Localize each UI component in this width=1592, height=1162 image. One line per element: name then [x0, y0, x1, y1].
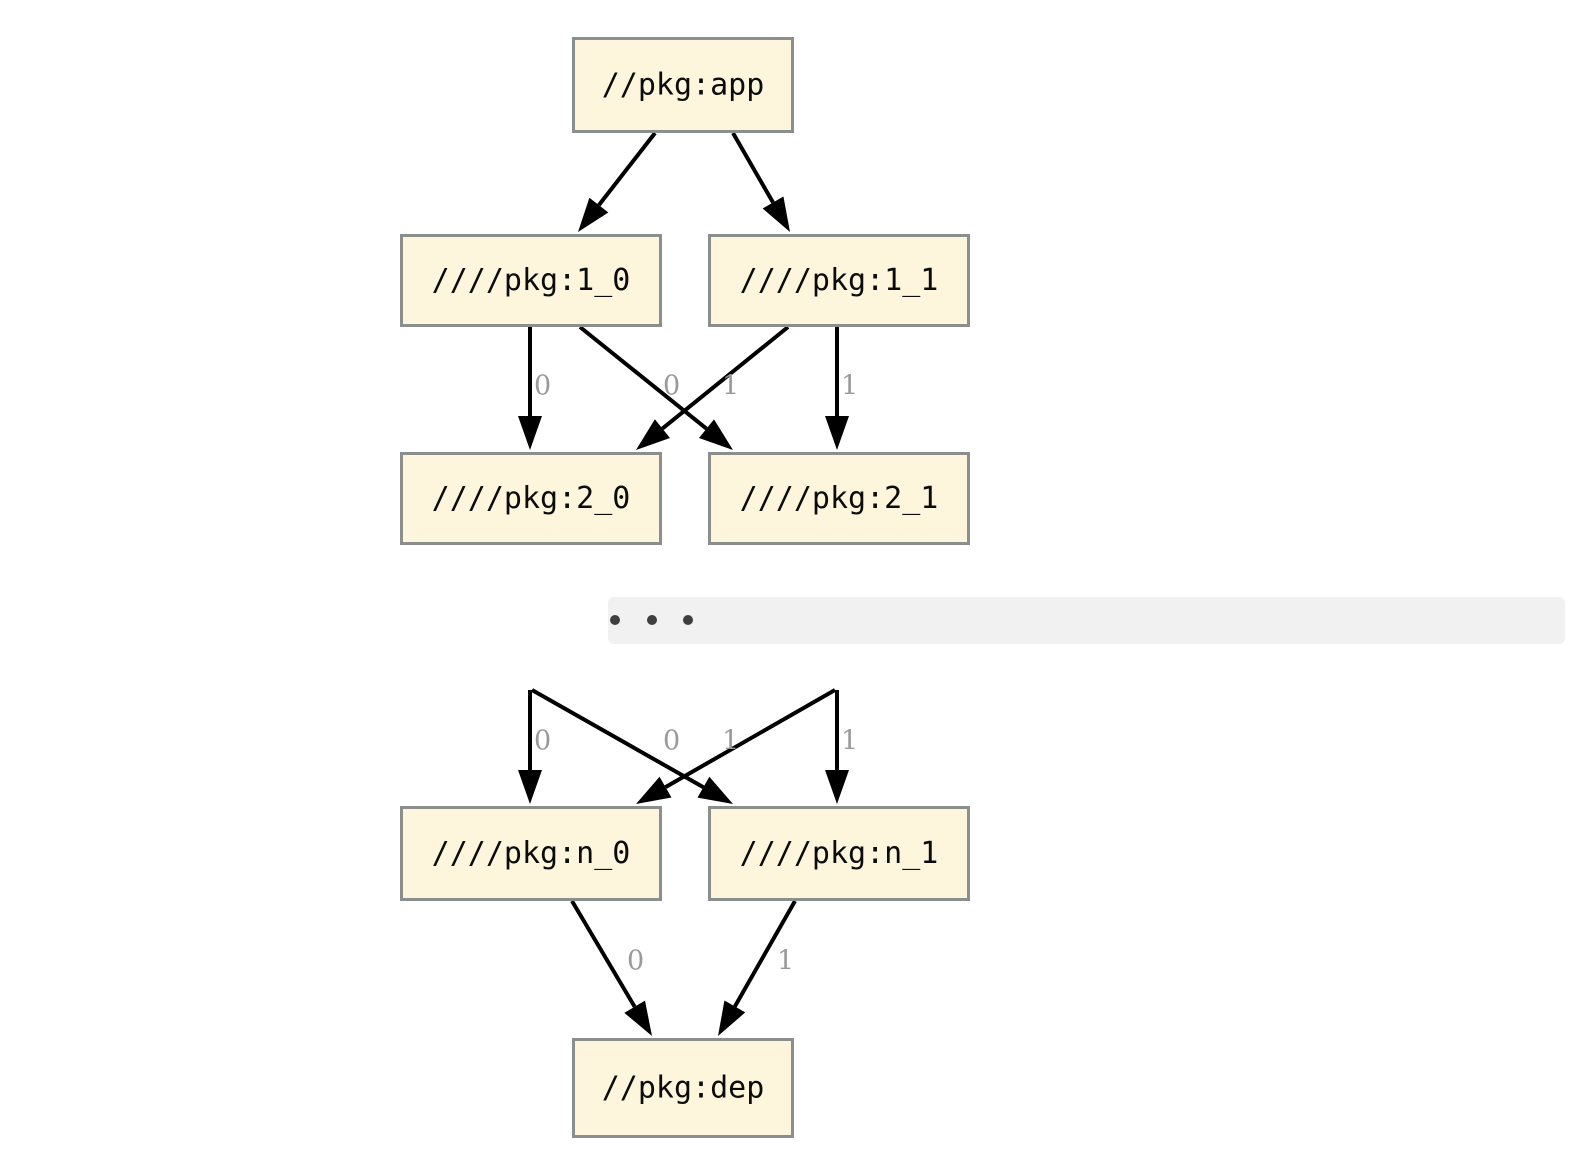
node-label: ////pkg:1_1 — [740, 263, 939, 298]
node-l2_1[interactable]: ////pkg:2_1 — [708, 452, 970, 545]
ellipsis-dot-0 — [610, 615, 620, 625]
edge-arrowhead — [578, 197, 609, 232]
node-ln_0[interactable]: ////pkg:n_0 — [400, 806, 662, 901]
edge-app-to-1_0 — [578, 131, 657, 232]
edge-line — [731, 132, 775, 204]
node-dep[interactable]: //pkg:dep — [572, 1038, 794, 1138]
edge-n_1-to-dep — [718, 900, 797, 1036]
edge-line — [733, 900, 797, 1008]
node-box[interactable] — [572, 37, 794, 133]
node-box[interactable] — [400, 452, 662, 545]
node-label: ////pkg:n_1 — [740, 836, 939, 871]
node-label: //pkg:dep — [602, 1071, 765, 1106]
node-ln_1[interactable]: ////pkg:n_1 — [708, 806, 970, 901]
edge-label-x-to-n_0: 0 — [534, 726, 551, 757]
ellipsis-separator — [608, 597, 1565, 644]
edge-arrowhead — [518, 416, 542, 450]
node-label: ////pkg:2_1 — [740, 481, 939, 516]
edge-1_1-to-2_1 — [825, 327, 849, 450]
edge-x-to-n_1 — [825, 690, 849, 804]
edge-1_0-to-2_0 — [518, 327, 542, 450]
edge-label-n_0-to-dep: 0 — [627, 946, 644, 977]
edge-n_0-to-dep — [570, 899, 652, 1036]
edge-arrowhead — [624, 1000, 652, 1036]
edge-arrowhead — [718, 1000, 746, 1036]
node-box[interactable] — [400, 234, 662, 327]
edge-line — [661, 325, 790, 431]
node-app[interactable]: //pkg:app — [572, 37, 794, 133]
edge-line — [570, 899, 637, 1008]
node-label: //pkg:app — [602, 68, 765, 103]
node-label: ////pkg:2_0 — [432, 481, 631, 516]
node-box[interactable] — [708, 234, 970, 327]
edge-line — [664, 688, 836, 789]
nodes-layer: //pkg:app ////pkg:1_0 ////pkg:1_1 ////pkg:2… — [400, 37, 970, 1138]
edge-arrowhead — [518, 770, 542, 804]
edge-arrowhead — [825, 416, 849, 450]
node-box[interactable] — [572, 1038, 794, 1138]
edge-label-1_0-to-2_0: 0 — [534, 371, 551, 402]
edge-arrowhead — [636, 776, 672, 804]
edge-x-to-n_1a — [531, 688, 733, 804]
edge-label-x-to-n_1a: 0 — [663, 726, 680, 757]
edge-line — [578, 325, 708, 431]
edge-label-x-to-n_1: 1 — [841, 726, 858, 757]
node-box[interactable] — [708, 452, 970, 545]
edge-x-to-n_0b — [636, 688, 836, 804]
node-box[interactable] — [400, 806, 662, 901]
edge-label-1_0-to-2_1: 0 — [663, 371, 680, 402]
node-label: ////pkg:1_0 — [432, 263, 631, 298]
edge-arrowhead — [697, 776, 733, 804]
ellipsis-band — [608, 597, 1565, 644]
ellipsis-dot-1 — [647, 615, 657, 625]
node-l1_0[interactable]: ////pkg:1_0 — [400, 234, 662, 327]
node-box[interactable] — [708, 806, 970, 901]
edge-arrowhead — [698, 419, 733, 450]
edge-label-1_1-to-2_0: 1 — [722, 371, 739, 402]
ellipsis-dots — [610, 615, 693, 625]
edge-label-1_1-to-2_1: 1 — [841, 371, 858, 402]
node-l1_1[interactable]: ////pkg:1_1 — [708, 234, 970, 327]
edge-arrowhead — [636, 419, 670, 450]
edge-arrowhead — [762, 196, 790, 232]
edge-labels-layer: 0 0 1 1 0 0 1 1 0 1 — [534, 371, 858, 977]
edge-line — [597, 131, 657, 207]
edge-line — [531, 688, 705, 789]
edge-label-n_1-to-dep: 1 — [777, 946, 794, 977]
ellipsis-dot-2 — [683, 615, 693, 625]
node-label: ////pkg:n_0 — [432, 836, 631, 871]
edge-label-x-to-n_0b: 1 — [722, 726, 739, 757]
edge-app-to-1_1 — [731, 132, 790, 232]
edge-1_1-to-2_0 — [636, 325, 790, 450]
node-l2_0[interactable]: ////pkg:2_0 — [400, 452, 662, 545]
edges-layer — [518, 131, 849, 1036]
edge-arrowhead — [825, 770, 849, 804]
edge-x-to-n_0 — [518, 690, 542, 804]
